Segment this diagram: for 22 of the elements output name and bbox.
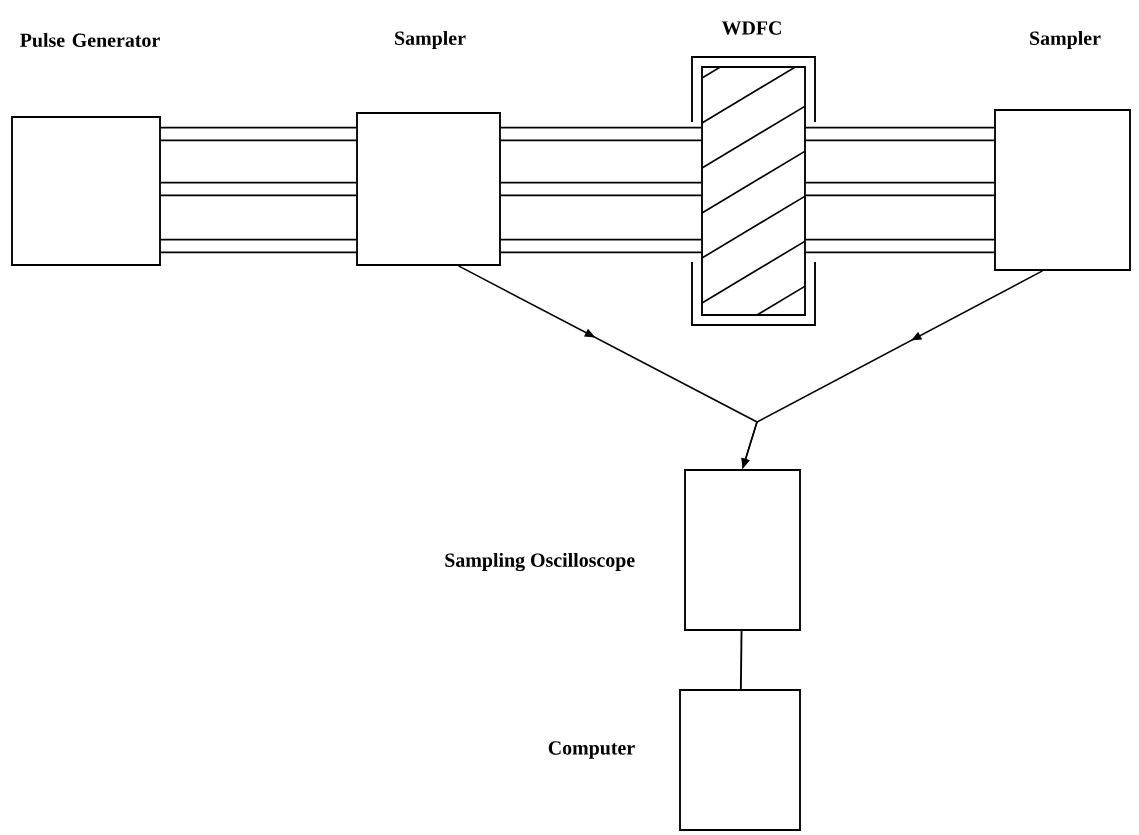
node-label: Sampler bbox=[395, 30, 466, 50]
cable bbox=[805, 238, 995, 254]
connector-line bbox=[739, 630, 743, 690]
node-label: WDFC bbox=[721, 21, 781, 35]
cable bbox=[805, 126, 995, 142]
node-label: Sampling Oscilloscope bbox=[445, 552, 635, 572]
hatched-block: WDFC bbox=[701, 21, 806, 316]
instrument-box: Pulse Generator bbox=[11, 32, 161, 266]
node-label: Sampler bbox=[1030, 30, 1101, 50]
cable bbox=[160, 181, 357, 197]
cable bbox=[500, 181, 702, 197]
instrument-box: Sampling Oscilloscope bbox=[445, 469, 801, 631]
node-label: Pulse Generator bbox=[20, 32, 160, 48]
cable bbox=[160, 126, 357, 142]
instrument-box: Sampler bbox=[356, 30, 501, 266]
instrument-box: Sampler bbox=[994, 30, 1131, 271]
cable bbox=[500, 238, 702, 254]
cable bbox=[805, 181, 995, 197]
node-label: Computer bbox=[548, 741, 635, 759]
cable bbox=[500, 126, 702, 142]
instrument-box: Computer bbox=[548, 689, 801, 831]
cable bbox=[160, 238, 357, 254]
